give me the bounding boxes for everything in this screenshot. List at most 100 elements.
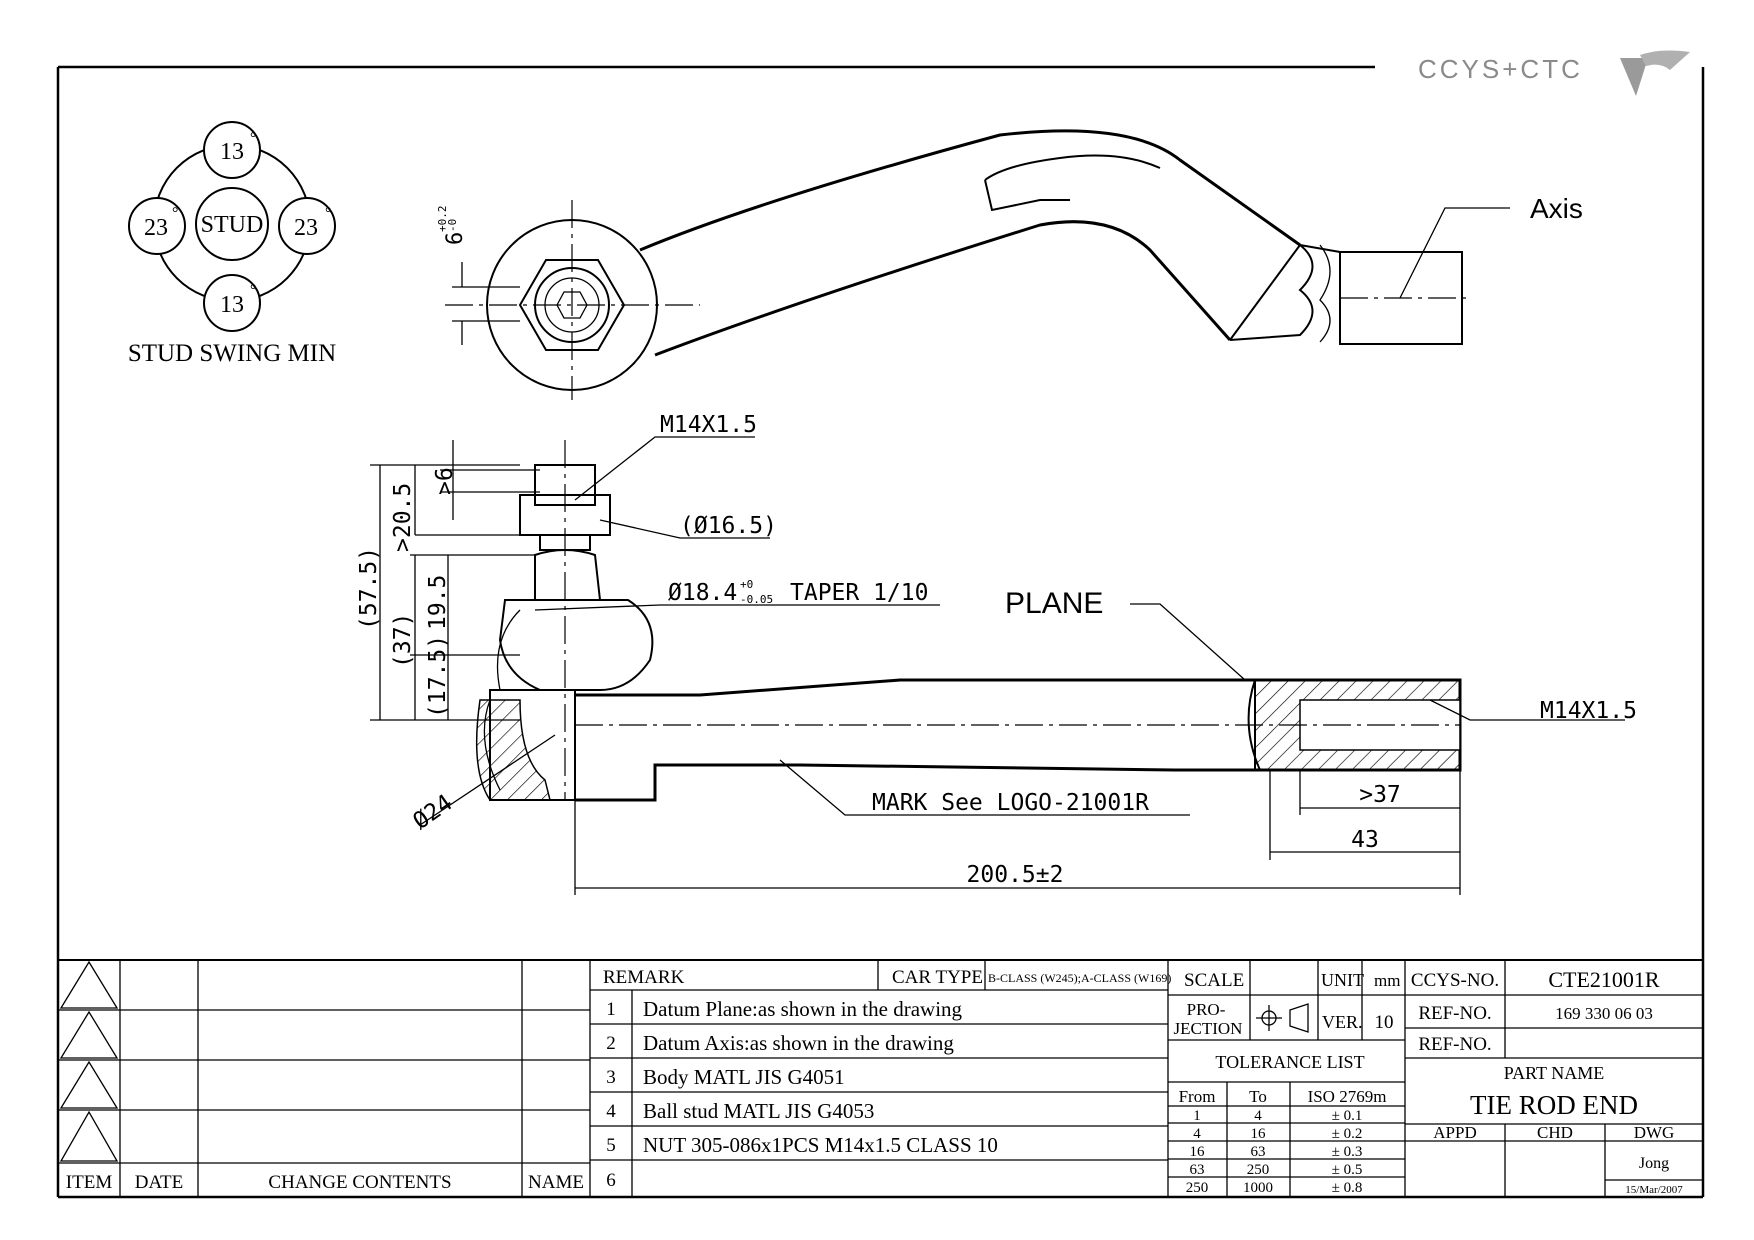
swing-top: 13: [220, 139, 244, 165]
top-dim-6-tol-minus: -0: [446, 219, 459, 232]
mark-label: MARK See LOGO-21001R: [872, 790, 1149, 816]
remark-table: REMARK CAR TYPE B-CLASS (W245);A-CLASS (…: [590, 960, 1171, 1197]
tol-col-iso: ISO 2769m: [1308, 1087, 1387, 1106]
sheet-frame: [56, 65, 1705, 1199]
scale-tolerance-block: SCALE UNIT mm PRO- JECTION VER. 10 TOLER…: [1168, 960, 1406, 1197]
third-angle-projection-icon: [1256, 1003, 1309, 1033]
ccys-no-label: CCYS-NO.: [1411, 970, 1499, 991]
dim-57-5: (57.5): [356, 547, 382, 630]
car-type-label: CAR TYPE: [892, 967, 983, 988]
tol-from: 250: [1186, 1180, 1209, 1196]
swing-degree-right: °: [325, 205, 331, 222]
logo-mark-icon: [1620, 58, 1648, 96]
tol-from: 1: [1193, 1108, 1201, 1124]
plane-label: PLANE: [1005, 587, 1103, 620]
top-view: 6 +0.2 -0 Axis: [436, 129, 1583, 400]
remark-text: Datum Plane:as shown in the drawing: [643, 997, 963, 1021]
company-logo: CCYS+CTC: [1418, 50, 1690, 96]
dim-taper-text: TAPER 1/10: [790, 580, 928, 606]
dim-overall: 200.5±2: [967, 862, 1064, 888]
dim-gt-37: >37: [1359, 782, 1401, 808]
stud-swing-diagram: 13 13 23 23 STUD ° ° ° ° STUD SWING MIN: [128, 121, 336, 367]
swing-right: 23: [294, 215, 318, 241]
swing-left: 23: [144, 215, 168, 241]
dim-16-5: (Ø16.5): [680, 513, 777, 539]
remark-no: 2: [606, 1033, 616, 1054]
remark-no: 1: [606, 999, 616, 1020]
dim-thread-top: M14X1.5: [660, 412, 757, 438]
drawer-name: Jong: [1639, 1155, 1669, 1172]
revision-table: ITEM DATE CHANGE CONTENTS NAME: [58, 960, 591, 1197]
swing-caption: STUD SWING MIN: [128, 340, 336, 367]
swing-bottom: 13: [220, 292, 244, 318]
dwg-label: DWG: [1634, 1123, 1675, 1142]
tol-to: 63: [1251, 1144, 1266, 1160]
projection-label-2: JECTION: [1174, 1019, 1243, 1038]
tol-to: 1000: [1243, 1180, 1273, 1196]
remark-text: Datum Axis:as shown in the drawing: [643, 1031, 954, 1055]
ver-value: 10: [1375, 1012, 1394, 1033]
tol-to: 16: [1251, 1126, 1267, 1142]
dim-43: 43: [1351, 827, 1379, 853]
revision-triangle-icon: [59, 1010, 119, 1059]
rev-header-name: NAME: [528, 1172, 584, 1193]
tol-col-to: To: [1249, 1087, 1267, 1106]
car-type-value: B-CLASS (W245);A-CLASS (W169): [988, 971, 1171, 985]
top-dim-6: 6: [443, 232, 468, 245]
rev-header-date: DATE: [135, 1172, 184, 1193]
tol-value: ± 0.8: [1332, 1180, 1363, 1196]
drawing-date: 15/Mar/2007: [1625, 1184, 1683, 1196]
tol-to: 4: [1254, 1108, 1262, 1124]
dim-17-5: (17.5): [425, 635, 451, 718]
revision-triangle-icon: [59, 960, 119, 1009]
remark-no: 4: [606, 1101, 616, 1122]
top-dim-6-tol-plus: +0.2: [436, 206, 449, 233]
unit-value: mm: [1374, 971, 1400, 990]
tol-value: ± 0.5: [1332, 1162, 1363, 1178]
remark-no: 6: [606, 1170, 616, 1191]
ver-label: VER.: [1322, 1012, 1363, 1032]
tol-from: 16: [1190, 1144, 1206, 1160]
remark-text: NUT 305-086x1PCS M14x1.5 CLASS 10: [643, 1133, 998, 1157]
ref-no-label-2: REF-NO.: [1418, 1034, 1491, 1055]
ref-no-label-1: REF-NO.: [1418, 1003, 1491, 1024]
tol-value: ± 0.3: [1332, 1144, 1363, 1160]
revision-triangle-icon: [59, 1110, 119, 1162]
revision-triangle-icon: [59, 1060, 119, 1109]
tol-value: ± 0.2: [1332, 1126, 1363, 1142]
dim-taper-tol-minus: -0.05: [740, 593, 773, 606]
tolerance-title: TOLERANCE LIST: [1215, 1052, 1364, 1072]
dim-19-5: 19.5: [425, 575, 451, 630]
dim-37: (37): [390, 613, 416, 668]
tol-col-from: From: [1179, 1087, 1216, 1106]
swing-center: STUD: [201, 212, 264, 238]
remark-label: REMARK: [603, 967, 685, 988]
remark-text: Body MATL JIS G4051: [643, 1065, 845, 1089]
rev-header-item: ITEM: [66, 1172, 113, 1193]
axis-label: Axis: [1530, 193, 1583, 224]
ref-no-value-1: 169 330 06 03: [1555, 1004, 1653, 1023]
tol-from: 63: [1190, 1162, 1205, 1178]
projection-label-1: PRO-: [1187, 1000, 1226, 1019]
dim-thread-right: M14X1.5: [1540, 698, 1637, 724]
part-info-block: CCYS-NO. CTE21001R REF-NO. 169 330 06 03…: [1405, 960, 1703, 1197]
dim-taper: Ø18.4: [668, 580, 737, 606]
logo-text: CCYS+CTC: [1418, 54, 1583, 84]
remark-no: 5: [606, 1135, 616, 1156]
dim-20-5: >20.5: [390, 483, 416, 552]
swing-degree-left: °: [172, 205, 178, 222]
dim-taper-tol-plus: +0: [740, 578, 753, 591]
title-block: ITEM DATE CHANGE CONTENTS NAME REMARK CA…: [58, 959, 1703, 1197]
dim-24: Ø24: [409, 790, 458, 835]
remark-no: 3: [606, 1067, 616, 1088]
chd-label: CHD: [1537, 1123, 1573, 1142]
swing-degree-bottom: °: [250, 282, 256, 299]
rev-header-change: CHANGE CONTENTS: [268, 1172, 451, 1193]
part-name: TIE ROD END: [1470, 1090, 1638, 1120]
tol-value: ± 0.1: [1332, 1108, 1363, 1124]
part-name-label: PART NAME: [1504, 1063, 1604, 1083]
appd-label: APPD: [1433, 1123, 1476, 1142]
tol-from: 4: [1193, 1126, 1201, 1142]
ccys-no-value: CTE21001R: [1548, 967, 1660, 992]
